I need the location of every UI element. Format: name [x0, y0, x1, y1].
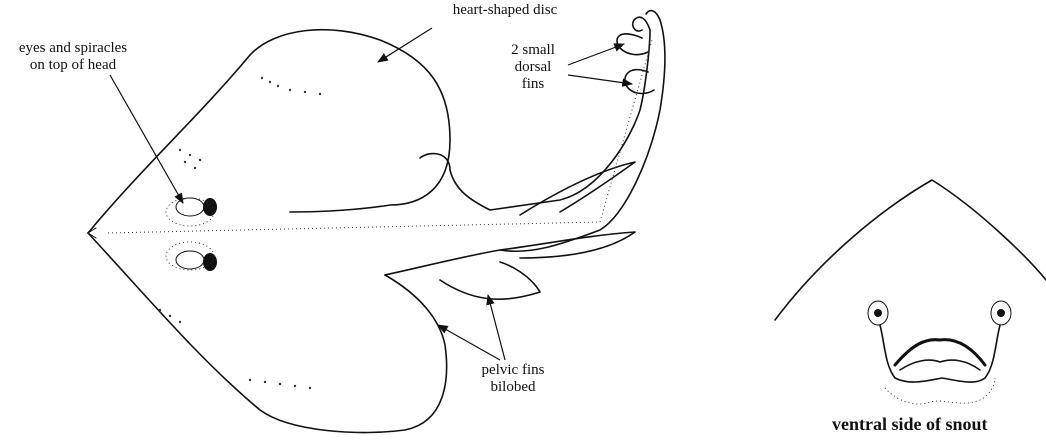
eyes-spiracles	[166, 198, 217, 271]
midline	[108, 222, 600, 233]
thorn-patches	[159, 77, 321, 389]
dorsal-fin-1	[617, 34, 648, 55]
dorsal-arrow-2	[568, 75, 632, 84]
nostrils	[868, 301, 1011, 325]
ray-body	[88, 11, 665, 433]
pelvic-arrow-2	[438, 325, 500, 360]
tail-dorsal-line	[600, 40, 652, 222]
ventral-snout	[775, 180, 1046, 404]
pelvic-lobe-outer	[440, 262, 540, 299]
label-heart-shaped-disc: heart-shaped disc	[420, 2, 590, 19]
caption-ventral-side: ventral side of snout	[832, 414, 988, 435]
mouth-lower	[900, 360, 980, 370]
dorsal-fin-2	[625, 70, 654, 94]
disc-arrow	[378, 28, 432, 62]
tail-tip	[633, 11, 660, 31]
snout-outline	[775, 180, 1046, 320]
disc-lower-half	[88, 233, 447, 433]
pelvic-arrow-1	[488, 295, 505, 360]
label-dorsal-fins: 2 small dorsal fins	[500, 42, 566, 93]
pelvic-fin-lower	[500, 232, 635, 258]
label-pelvic-fins: pelvic fins bilobed	[458, 362, 568, 396]
dorsal-arrow-1	[568, 44, 624, 65]
pelvic-fin-upper	[520, 162, 635, 215]
nasal-curtain	[880, 325, 1000, 382]
label-eyes-spiracles: eyes and spiracles on top of head	[0, 40, 146, 74]
eyes-arrow	[110, 75, 183, 203]
